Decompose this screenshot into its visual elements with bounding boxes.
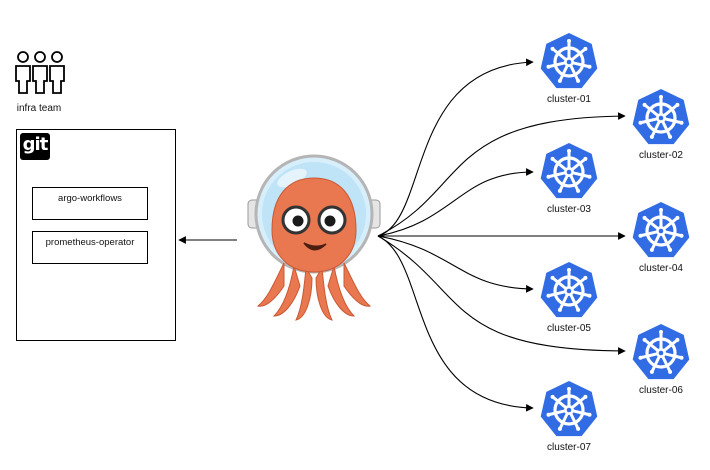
arrow-to-cluster-01	[377, 58, 534, 237]
cluster-node[interactable]: cluster-06	[626, 319, 696, 405]
cluster-node[interactable]: cluster-01	[534, 28, 604, 114]
kubernetes-helm-icon	[537, 259, 601, 320]
repo-box-argo-workflows[interactable]: argo-workflows	[32, 187, 148, 220]
cluster-node[interactable]: cluster-04	[626, 197, 696, 283]
team-label: infra team	[16, 103, 62, 114]
cluster-label: cluster-04	[639, 263, 683, 274]
arrow-to-cluster-03	[377, 168, 534, 237]
argo-octopus-mascot-icon	[244, 148, 384, 323]
kubernetes-helm-icon	[629, 86, 693, 147]
cluster-label: cluster-01	[547, 94, 591, 105]
cluster-node[interactable]: cluster-03	[534, 138, 604, 224]
arrow-to-cluster-06	[377, 235, 626, 355]
cluster-label: cluster-06	[639, 385, 683, 396]
cluster-label: cluster-07	[547, 442, 591, 453]
repo-box-prometheus-operator[interactable]: prometheus-operator	[32, 231, 148, 264]
kubernetes-helm-icon	[629, 321, 693, 382]
cluster-node[interactable]: cluster-07	[534, 376, 604, 462]
people-group-icon	[14, 50, 66, 101]
git-logo-icon: git	[20, 133, 50, 160]
cluster-label: cluster-03	[547, 204, 591, 215]
kubernetes-helm-icon	[537, 378, 601, 439]
kubernetes-helm-icon	[629, 199, 693, 260]
cluster-label: cluster-05	[547, 323, 591, 334]
kubernetes-helm-icon	[537, 140, 601, 201]
arrow-to-cluster-05	[377, 235, 534, 293]
cluster-node[interactable]: cluster-02	[626, 84, 696, 170]
repo-label: argo-workflows	[58, 193, 122, 204]
repo-label: prometheus-operator	[45, 237, 135, 248]
git-repository-panel: git argo-workflows prometheus-operator	[16, 129, 176, 341]
cluster-node[interactable]: cluster-05	[534, 257, 604, 343]
arrow-to-cluster-02	[377, 112, 626, 237]
kubernetes-helm-icon	[537, 30, 601, 91]
arrow-to-cluster-07	[377, 235, 534, 412]
cluster-label: cluster-02	[639, 150, 683, 161]
